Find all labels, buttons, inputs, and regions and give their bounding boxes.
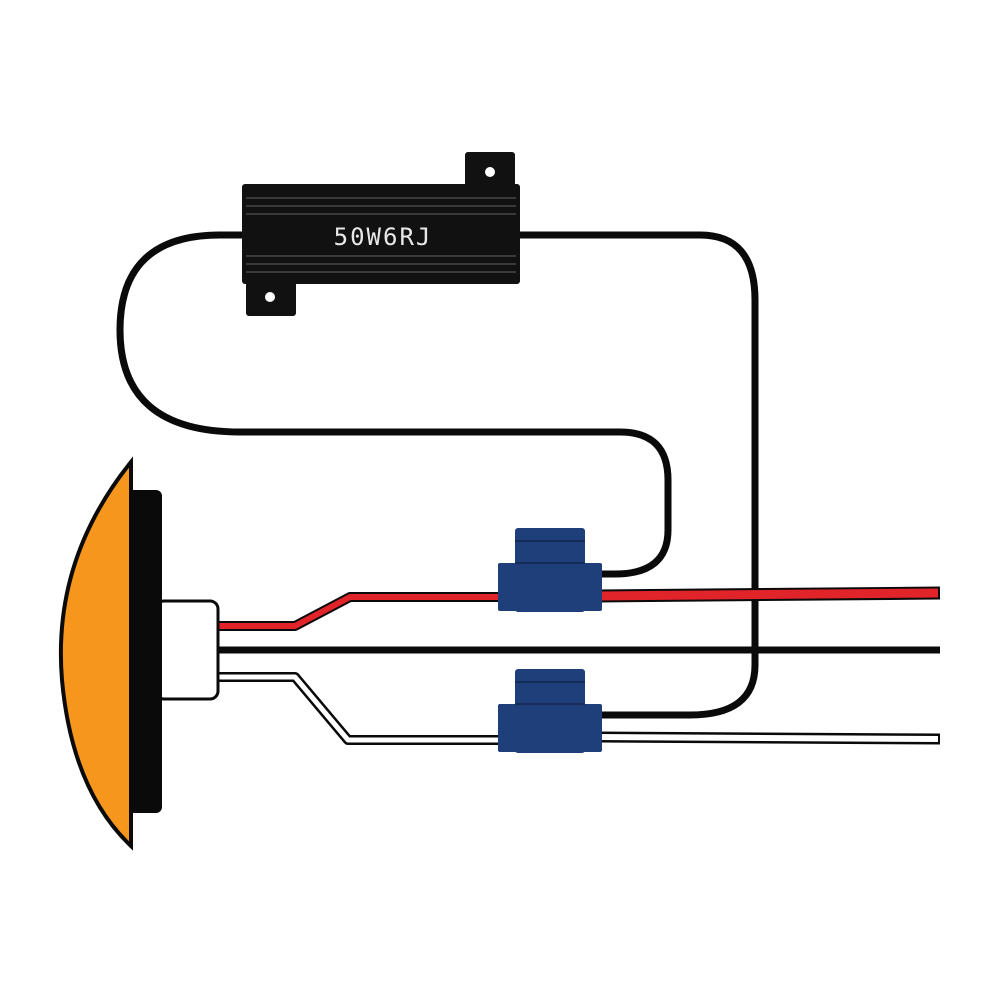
white-wire-left-outline <box>215 672 500 745</box>
load-resistor-icon: 50W6RJ <box>242 152 520 316</box>
resistor-lead-wire-lower <box>516 231 759 719</box>
red-wire-right-core <box>597 588 939 601</box>
tap-connector-icon <box>498 528 602 612</box>
resistor-lead-wire-upper <box>116 231 672 578</box>
white-wire-right <box>597 734 939 742</box>
tap-connector-icon <box>498 669 602 753</box>
resistor-label: 50W6RJ <box>334 223 433 251</box>
red-wire-left-core <box>215 594 500 629</box>
lamp-lens-icon <box>58 456 220 851</box>
white-wire-left <box>215 674 500 743</box>
red-wire-left <box>215 592 500 631</box>
